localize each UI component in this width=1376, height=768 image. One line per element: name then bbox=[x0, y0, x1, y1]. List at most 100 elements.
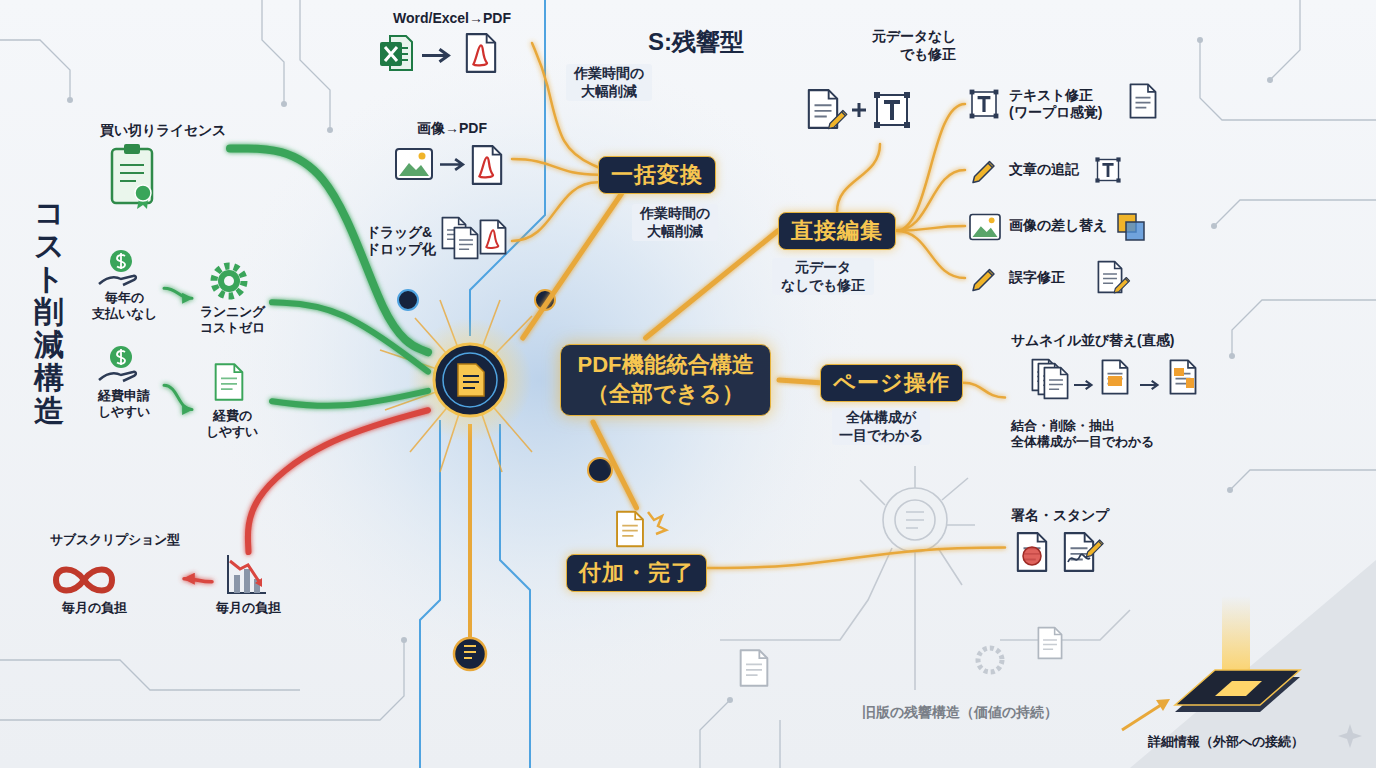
node-label: 経費の しやすい bbox=[196, 408, 268, 441]
decor-use bbox=[99, 346, 136, 381]
decor-use bbox=[1131, 84, 1156, 117]
convert-item: 画像→PDF bbox=[392, 118, 512, 200]
convert-item: Word/Excel→PDF bbox=[372, 8, 532, 78]
diagram-title: S:残響型 bbox=[648, 26, 744, 58]
decor-path bbox=[56, 570, 112, 591]
decor-path bbox=[464, 646, 476, 658]
decor-rect bbox=[1108, 376, 1122, 386]
decor-path bbox=[852, 103, 866, 117]
decor-g bbox=[214, 266, 244, 296]
annotation: 作業時間の 大幅削減 bbox=[632, 204, 718, 241]
branch-node: 付加・完了 bbox=[566, 508, 707, 592]
cost-item: 経費の しやすい bbox=[192, 360, 272, 443]
decor-use bbox=[467, 34, 495, 72]
decor-circle bbox=[1267, 77, 1273, 83]
decor-use bbox=[1086, 540, 1103, 557]
decor-use bbox=[1103, 360, 1128, 393]
hub-node: PDF機能統合構造 （全部できる） bbox=[428, 338, 779, 422]
decor-path bbox=[1215, 681, 1262, 696]
decor-use bbox=[380, 36, 412, 70]
decor-path bbox=[1338, 724, 1362, 748]
decor-path bbox=[1156, 699, 1170, 711]
finish-icon bbox=[617, 512, 666, 547]
node-label: Word/Excel→PDF bbox=[393, 10, 511, 28]
decor-use bbox=[422, 49, 448, 62]
node-label: テキスト修正 (ワープロ感覚) bbox=[1009, 87, 1125, 122]
decor-use bbox=[973, 270, 994, 291]
decor-circle bbox=[224, 276, 234, 286]
node-label: ランニング コストゼロ bbox=[196, 304, 268, 337]
connector bbox=[272, 302, 428, 371]
decor-rect bbox=[112, 149, 152, 203]
decor-circle bbox=[443, 353, 497, 407]
cost-icons bbox=[56, 144, 266, 593]
decor-rect bbox=[1126, 222, 1144, 240]
decor-path bbox=[120, 165, 144, 181]
section-heading: コスト削減構造 bbox=[34, 196, 64, 427]
edit-item: 誤字修正 bbox=[965, 258, 1170, 298]
branch-node: 一括変換 bbox=[598, 156, 716, 194]
decor-path bbox=[1175, 670, 1300, 705]
edit-item: 画像の差し替え bbox=[965, 206, 1170, 246]
convert-item: ドラッグ& ドロップ化 bbox=[362, 214, 512, 268]
decor-path bbox=[1200, 40, 1376, 120]
connector bbox=[512, 182, 598, 241]
node-label: 元データなし でも修正 bbox=[860, 28, 956, 63]
node-label: ドラッグ& ドロップ化 bbox=[366, 224, 444, 259]
decor-use bbox=[970, 215, 1000, 240]
connector bbox=[164, 385, 192, 409]
hub-traces bbox=[380, 0, 545, 768]
decor-path bbox=[700, 700, 730, 768]
decor-path bbox=[458, 364, 484, 396]
decor-circle bbox=[218, 270, 240, 292]
decor-use bbox=[1140, 381, 1158, 389]
connector bbox=[896, 104, 965, 231]
page-icons bbox=[1032, 360, 1195, 399]
decor-path bbox=[1230, 470, 1376, 490]
decor-circle bbox=[1197, 37, 1203, 43]
node-label: 買い切りライセンス bbox=[100, 122, 226, 140]
node-label: ページ操作 bbox=[820, 364, 963, 402]
decor-path bbox=[1270, 0, 1300, 80]
chip bbox=[1122, 596, 1362, 748]
corner-panel bbox=[1130, 560, 1376, 768]
edit-item: 文章の追記 bbox=[965, 150, 1170, 190]
circuit-dots bbox=[67, 37, 1273, 703]
cost-item: 経費申請 しやすい bbox=[84, 348, 164, 423]
grey-hub bbox=[720, 466, 1130, 690]
decor-circle bbox=[454, 638, 486, 670]
decor-path bbox=[500, 424, 530, 768]
annotation: 作業時間の 大幅削減 bbox=[566, 64, 652, 101]
grey-icons bbox=[741, 628, 1062, 686]
branch-node: 直接編集 bbox=[778, 212, 896, 250]
decor-use bbox=[454, 228, 477, 259]
annotation: 全体構成が 一目でわかる bbox=[832, 408, 930, 445]
footer-note: 旧版の残響構造（価値の持続） bbox=[862, 704, 1058, 722]
connector bbox=[523, 194, 622, 339]
decor-path bbox=[255, 578, 262, 587]
hub-circle bbox=[408, 318, 532, 442]
connector bbox=[646, 231, 778, 338]
decor-path bbox=[468, 424, 472, 638]
connectors bbox=[164, 43, 1005, 582]
decor-path bbox=[1122, 703, 1164, 730]
decor-use bbox=[1171, 360, 1196, 393]
decor-path bbox=[0, 660, 300, 690]
connector bbox=[164, 288, 192, 298]
decor-use bbox=[617, 512, 643, 547]
decor-use bbox=[216, 364, 243, 400]
decor-circle bbox=[281, 101, 287, 107]
decor-circle bbox=[1229, 353, 1235, 359]
decor-path bbox=[720, 466, 1130, 690]
node-body: 結合・削除・抽出 全体構成が一目でわかる bbox=[1011, 418, 1161, 451]
decor-use bbox=[396, 149, 432, 179]
node-label: 毎月の負担 bbox=[216, 600, 281, 616]
decor-path bbox=[1232, 300, 1376, 356]
connector bbox=[707, 548, 1005, 569]
decor-path bbox=[230, 561, 260, 583]
node-label: 直接編集 bbox=[778, 212, 896, 250]
license-item: 買い切りライセンス bbox=[96, 120, 230, 215]
node-label: 付加・完了 bbox=[566, 554, 707, 592]
connector bbox=[272, 391, 428, 406]
